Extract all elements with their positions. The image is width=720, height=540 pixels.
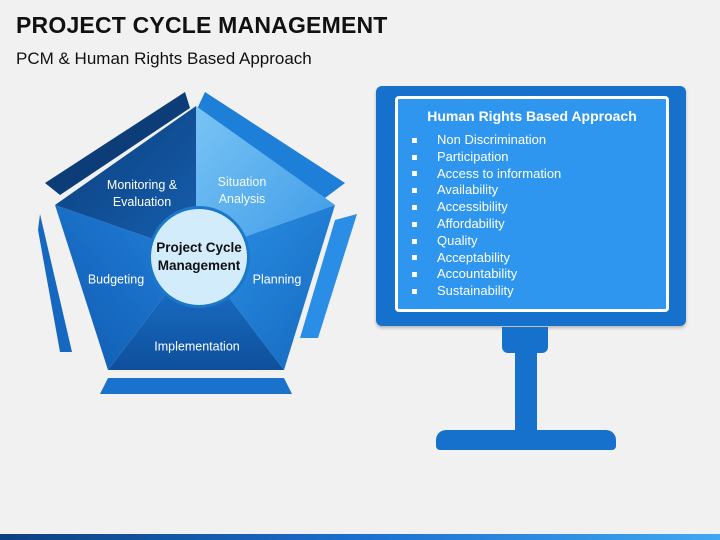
board-title: Human Rights Based Approach [427,108,637,124]
bullet-icon [412,188,417,194]
list-item: Accessibility [412,199,561,216]
planning-label: Planning [252,272,302,287]
list-item: Participation [412,149,561,166]
list-item: Sustainability [412,283,561,300]
board-screen: Human Rights Based Approach Non Discrimi… [395,96,669,312]
bullet-icon [412,289,417,295]
monitoring-label: Monitoring & Evaluation [106,178,178,209]
list-item: Non Discrimination [412,132,561,149]
bullet-icon [412,221,417,227]
rim-left [38,214,72,352]
center-label: Project Cycle Management [156,240,242,273]
segment-implementation[interactable] [108,254,284,370]
rim-top-left [45,92,190,195]
rim-bottom [100,378,292,394]
list-item: Availability [412,182,561,199]
budgeting-label: Budgeting [87,272,145,287]
rim-right [300,214,357,338]
bullet-icon [412,255,417,261]
bullet-icon [412,137,417,143]
implementation-label: Implementation [154,339,240,354]
list-item: Accountability [412,266,561,283]
page-subtitle: PCM & Human Rights Based Approach [16,49,312,68]
list-item: Access to information [412,166,561,183]
rim-top-right [197,92,345,198]
bullet-icon [412,171,417,177]
list-item: Quality [412,233,561,250]
bullet-icon [412,272,417,278]
segment-monitoring[interactable] [55,106,196,254]
situation-label: Situation Analysis [217,175,267,206]
board-neck-top [502,327,548,353]
list-item: Affordability [412,216,561,233]
board-base [436,430,616,450]
bullet-icon [412,154,417,160]
list-item: Acceptability [412,250,561,267]
rights-list: Non Discrimination Participation Access … [412,132,561,300]
bottom-accent-bar [0,534,720,540]
board-stand [515,350,537,434]
page-title: PROJECT CYCLE MANAGEMENT [16,12,388,38]
center-circle: Project Cycle Management [148,206,250,308]
bullet-icon [412,205,417,211]
bullet-icon [412,238,417,244]
